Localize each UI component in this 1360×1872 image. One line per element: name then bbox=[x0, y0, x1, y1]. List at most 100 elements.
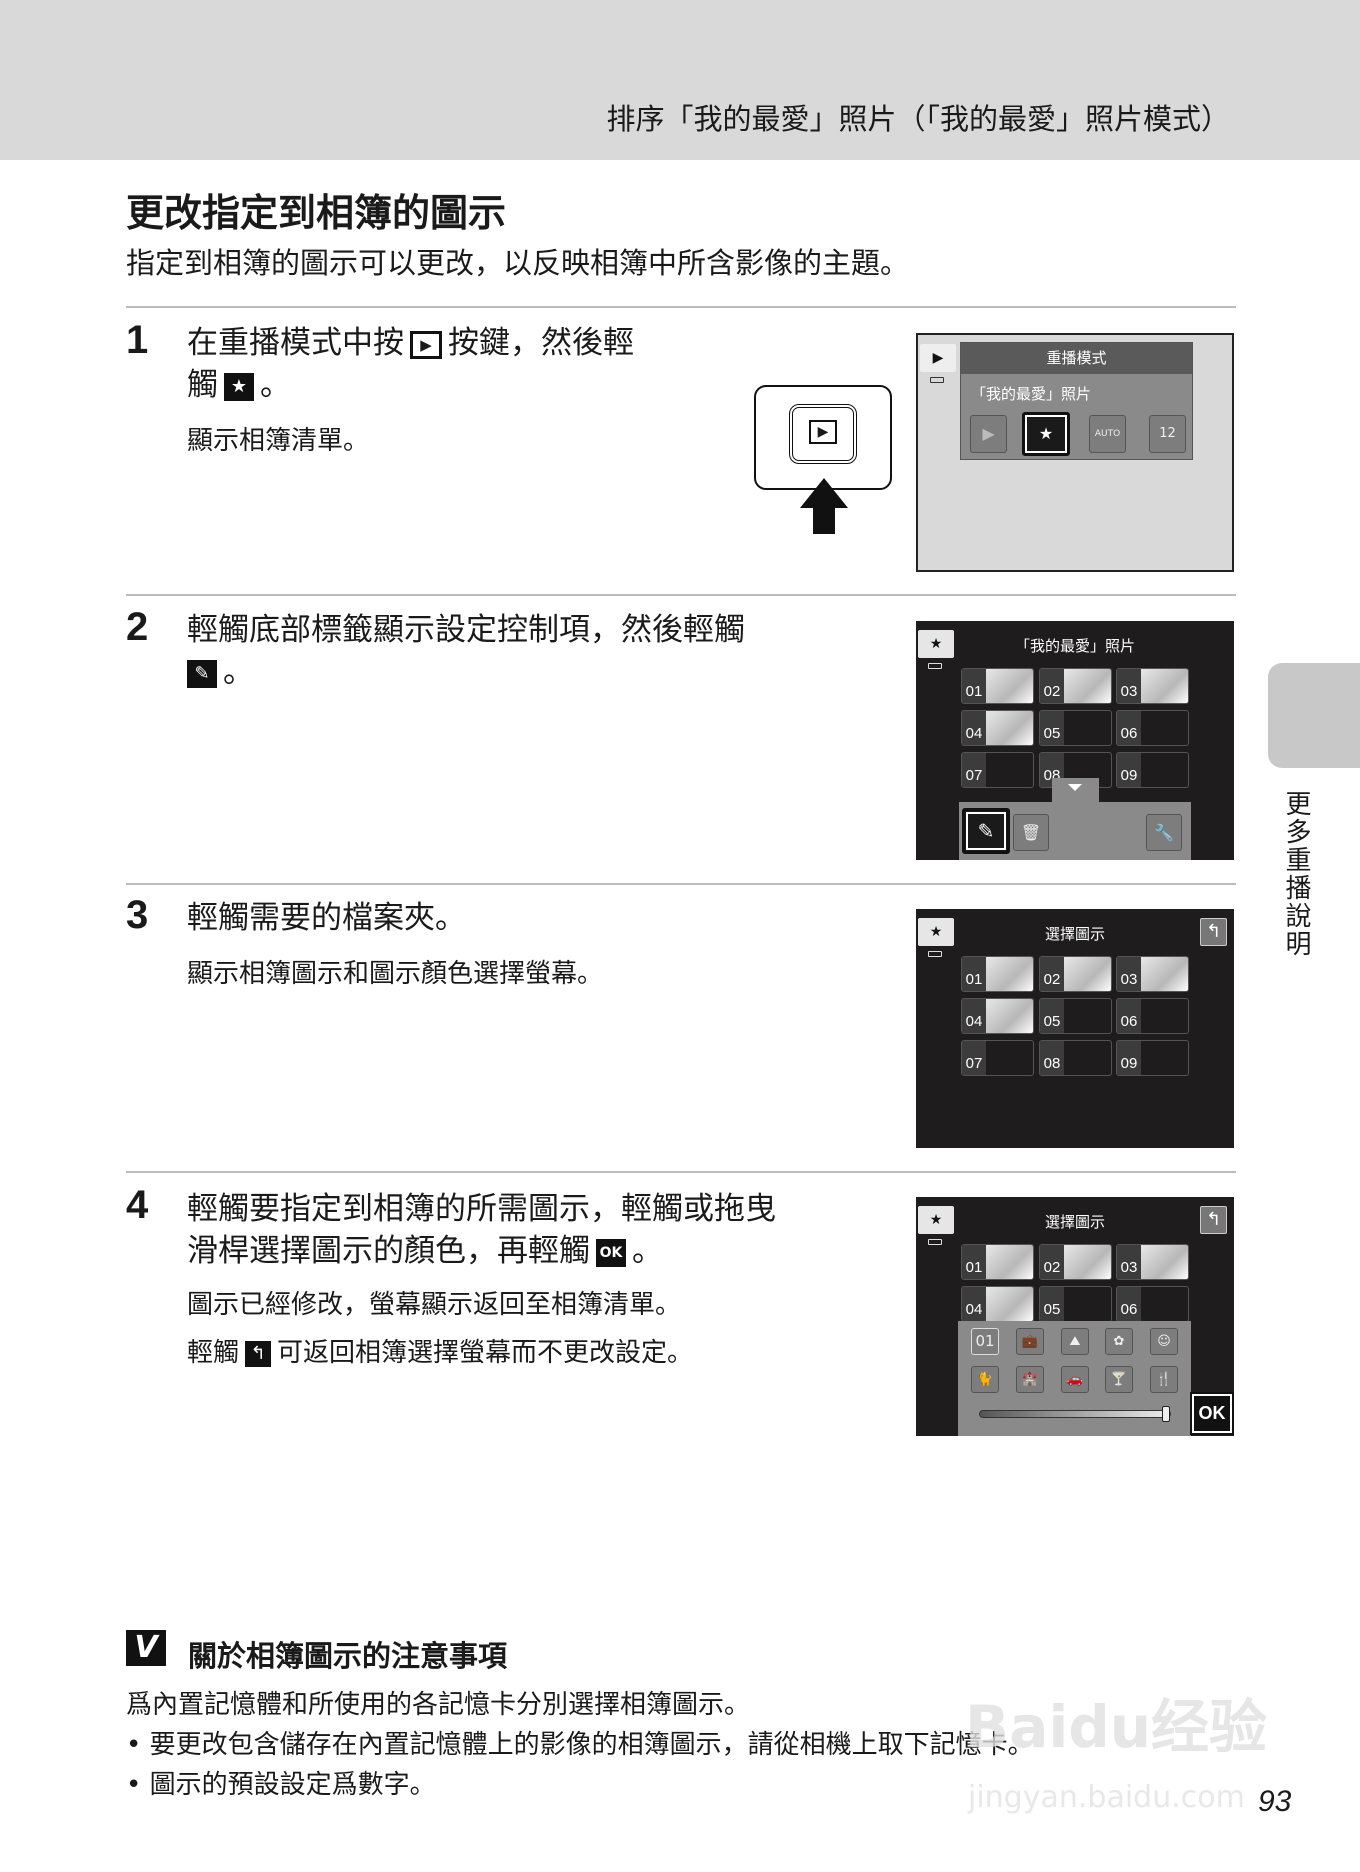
step-3-text: 輕觸需要的檔案夾。 bbox=[187, 900, 466, 936]
step-1-note: 顯示相簿清單。 bbox=[187, 426, 370, 456]
album-number: 03 bbox=[1117, 1245, 1141, 1279]
album-number: 09 bbox=[1117, 1041, 1141, 1075]
album-thumbnail bbox=[986, 669, 1033, 703]
album-number: 08 bbox=[1040, 1041, 1064, 1075]
divider bbox=[126, 594, 1236, 596]
album-tile[interactable]: 06 bbox=[1116, 710, 1189, 746]
album-tile[interactable]: 07 bbox=[961, 1040, 1034, 1076]
album-tile[interactable]: 08 bbox=[1039, 1040, 1112, 1076]
album-tile[interactable]: 02 bbox=[1039, 956, 1112, 992]
album-tile[interactable]: 01 bbox=[961, 1244, 1034, 1280]
play-mode-button[interactable]: ▶ bbox=[970, 415, 1007, 453]
text: 。 bbox=[223, 654, 254, 690]
icon-option[interactable]: 🏰 bbox=[1016, 1366, 1044, 1393]
album-number: 09 bbox=[1117, 753, 1141, 787]
album-tile[interactable]: 01 bbox=[961, 668, 1034, 704]
album-tile[interactable]: 06 bbox=[1116, 998, 1189, 1034]
divider bbox=[126, 306, 1236, 308]
menu-item-label: 「我的最愛」照片 bbox=[971, 385, 1092, 403]
note-bullet: • 圖示的預設設定爲數字。 bbox=[126, 1770, 436, 1800]
album-thumbnail bbox=[1064, 1245, 1111, 1279]
step-2-text: 輕觸底部標籤顯示設定控制項，然後輕觸 ✎。 bbox=[187, 609, 907, 693]
icon-option[interactable]: 🐈 bbox=[971, 1366, 999, 1393]
arrow-up-icon bbox=[800, 478, 848, 508]
album-thumbnail bbox=[986, 1245, 1033, 1279]
note-bullet: • 要更改包含儲存在內置記憶體上的影像的相簿圖示，請從相機上取下記憶卡。 bbox=[126, 1730, 1034, 1760]
favorite-star-icon: ★ bbox=[918, 630, 954, 658]
divider bbox=[126, 1171, 1236, 1173]
album-tile[interactable]: 04 bbox=[961, 1286, 1034, 1322]
step-number: 1 bbox=[126, 318, 149, 362]
step-4-note-back: 輕觸↰可返回相簿選擇螢幕而不更改設定。 bbox=[187, 1332, 693, 1369]
album-thumbnail bbox=[1141, 957, 1188, 991]
icon-option[interactable]: ☺ bbox=[1150, 1328, 1178, 1355]
back-button[interactable]: ↰ bbox=[1200, 1206, 1227, 1234]
setup-button[interactable]: 🔧 bbox=[1146, 814, 1182, 851]
slider-handle[interactable] bbox=[1162, 1406, 1170, 1422]
step-number: 2 bbox=[126, 605, 149, 649]
album-number: 05 bbox=[1040, 711, 1064, 745]
album-tile[interactable]: 02 bbox=[1039, 668, 1112, 704]
album-number: 03 bbox=[1117, 669, 1141, 703]
auto-sort-button[interactable]: AUTO bbox=[1089, 415, 1126, 453]
icon-option[interactable]: 🍴 bbox=[1150, 1366, 1178, 1393]
album-number: 02 bbox=[1040, 1245, 1064, 1279]
icon-option[interactable]: 💼 bbox=[1016, 1328, 1044, 1355]
album-number: 07 bbox=[962, 753, 986, 787]
icon-option-number[interactable]: 01 bbox=[971, 1328, 999, 1355]
text: 。 bbox=[632, 1233, 663, 1269]
icon-option[interactable]: ✿ bbox=[1105, 1328, 1133, 1355]
note-heading: 關於相簿圖示的注意事項 bbox=[188, 1639, 508, 1673]
album-tile[interactable]: 02 bbox=[1039, 1244, 1112, 1280]
album-tile[interactable]: 04 bbox=[961, 710, 1034, 746]
chapter-tab bbox=[1268, 663, 1360, 768]
icon-option[interactable]: 🚗 bbox=[1061, 1366, 1089, 1393]
edit-icon: ✎ bbox=[187, 659, 217, 688]
favorite-star-icon: ★ bbox=[918, 918, 954, 946]
tab-handle[interactable] bbox=[1052, 778, 1099, 804]
album-thumbnail bbox=[986, 711, 1033, 745]
ok-button[interactable]: OK bbox=[1190, 1392, 1234, 1435]
battery-icon bbox=[928, 663, 942, 669]
album-tile[interactable]: 03 bbox=[1116, 668, 1189, 704]
color-slider[interactable] bbox=[979, 1406, 1171, 1422]
watermark-url: jingyan.baidu.com bbox=[968, 1780, 1245, 1815]
album-tile[interactable]: 09 bbox=[1116, 752, 1189, 788]
album-number: 02 bbox=[1040, 957, 1064, 991]
play-button-illustration: ▶ bbox=[754, 385, 892, 490]
icon-option[interactable]: ⛰ bbox=[1061, 1328, 1089, 1355]
album-tile[interactable]: 07 bbox=[961, 752, 1034, 788]
back-button[interactable]: ↰ bbox=[1200, 918, 1227, 946]
album-tile[interactable]: 09 bbox=[1116, 1040, 1189, 1076]
album-tile[interactable]: 04 bbox=[961, 998, 1034, 1034]
text: 圖示的預設設定爲數字。 bbox=[149, 1770, 436, 1800]
album-tile[interactable]: 03 bbox=[1116, 956, 1189, 992]
text: 滑桿選擇圖示的顏色，再輕觸 bbox=[187, 1233, 590, 1269]
playback-mode-menu: 重播模式 「我的最愛」照片 ▶ ★ AUTO 12 bbox=[960, 342, 1193, 460]
list-by-date-button[interactable]: 12 bbox=[1149, 415, 1186, 453]
play-icon: ▶ bbox=[410, 330, 442, 359]
album-number: 01 bbox=[962, 957, 986, 991]
album-number: 01 bbox=[962, 669, 986, 703]
battery-icon bbox=[928, 951, 942, 957]
step-number: 3 bbox=[126, 893, 149, 937]
album-thumbnail bbox=[986, 1287, 1033, 1321]
icon-option[interactable]: 🍸 bbox=[1105, 1366, 1133, 1393]
text: 輕觸底部標籤顯示設定控制項，然後輕觸 bbox=[187, 612, 745, 648]
album-tile[interactable]: 05 bbox=[1039, 998, 1112, 1034]
step-1-text: 在重播模式中按▶按鍵，然後輕 觸★。 bbox=[187, 322, 887, 406]
album-tile[interactable]: 06 bbox=[1116, 1286, 1189, 1322]
album-number: 07 bbox=[962, 1041, 986, 1075]
delete-button[interactable]: 🗑 bbox=[1013, 814, 1049, 851]
favorite-pictures-button[interactable]: ★ bbox=[1022, 412, 1070, 456]
album-tile[interactable]: 03 bbox=[1116, 1244, 1189, 1280]
album-tile[interactable]: 01 bbox=[961, 956, 1034, 992]
album-tile[interactable]: 05 bbox=[1039, 1286, 1112, 1322]
battery-icon bbox=[930, 377, 944, 383]
edit-icon-button[interactable]: ✎ bbox=[962, 808, 1010, 854]
album-tile[interactable]: 05 bbox=[1039, 710, 1112, 746]
